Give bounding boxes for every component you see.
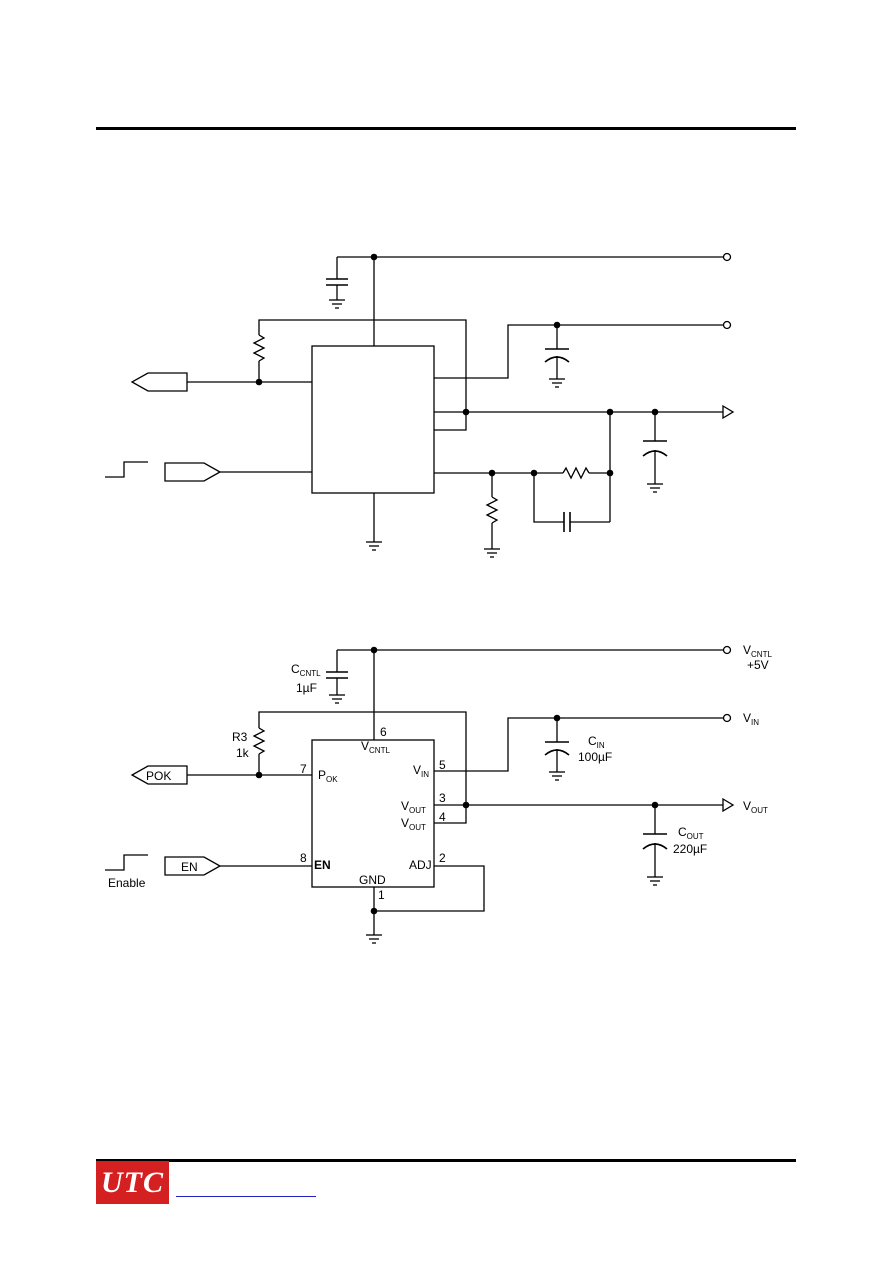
vin-terminal (722, 320, 732, 330)
ccntl-value: 1µF (296, 681, 317, 695)
vcntl-terminal (722, 252, 732, 262)
adj-pin-label: ADJ (409, 858, 432, 872)
vout-arrow (722, 797, 735, 813)
pok-pin-label: POK (318, 768, 338, 784)
vout-arrow (722, 404, 735, 420)
pin-4-number: 4 (439, 810, 446, 824)
cout-label: COUT (678, 825, 704, 841)
pin-1-number: 1 (378, 888, 385, 902)
utc-logo-text: UTC (101, 1165, 164, 1199)
vin-terminal-label: VIN (743, 711, 759, 727)
pin-3-number: 3 (439, 791, 446, 805)
pok-port (130, 765, 188, 785)
cout-value: 220µF (673, 842, 707, 856)
vout1-pin-label: VOUT (401, 799, 426, 815)
regulator-ic-body (311, 739, 435, 888)
feedback-resistor (562, 466, 590, 480)
enable-label: Enable (108, 876, 146, 890)
r3-resistor (252, 334, 266, 362)
footer-rule (96, 1159, 796, 1162)
cin-value: 100µF (578, 750, 612, 764)
regulator-ic-body (311, 345, 435, 494)
header-rule (96, 127, 796, 130)
en-port (164, 856, 222, 876)
pin-6-number: 6 (380, 725, 387, 739)
vcntl-terminal-value: +5V (747, 658, 769, 672)
utc-logo: UTC (96, 1161, 169, 1204)
pok-port-label: POK (146, 769, 171, 783)
en-port-label: EN (181, 860, 198, 874)
vout2-pin-label: VOUT (401, 816, 426, 832)
vout-terminal-label: VOUT (743, 799, 768, 815)
pin-2-number: 2 (439, 851, 446, 865)
adj-ground-resistor (485, 496, 499, 524)
en-port (164, 462, 222, 482)
vcntl-pin-label: VCNTL (361, 739, 390, 755)
application-circuit-diagram-1 (105, 252, 735, 558)
vin-terminal (722, 713, 732, 723)
cin-label: CIN (588, 734, 605, 750)
application-circuit-diagram-2: CCNTL 1µF R3 1k 6 VCNTL 7 POK 5 VIN 3 VO… (105, 643, 772, 944)
pok-port (130, 372, 188, 392)
vin-pin-label: VIN (413, 763, 429, 779)
r3-label: R3 (232, 730, 248, 744)
gnd-pin-label: GND (359, 873, 386, 887)
enable-pulse (105, 461, 148, 478)
website-link[interactable] (176, 1188, 316, 1197)
r3-value: 1k (236, 746, 250, 760)
pin-7-number: 7 (300, 762, 307, 776)
enable-pulse (105, 854, 148, 871)
vcntl-terminal-label: VCNTL (743, 643, 772, 659)
en-pin-label: EN (314, 858, 331, 872)
ccntl-label: CCNTL (291, 662, 321, 678)
pin-8-number: 8 (300, 851, 307, 865)
r3-resistor (252, 727, 266, 755)
pin-5-number: 5 (439, 758, 446, 772)
vcntl-terminal (722, 645, 732, 655)
